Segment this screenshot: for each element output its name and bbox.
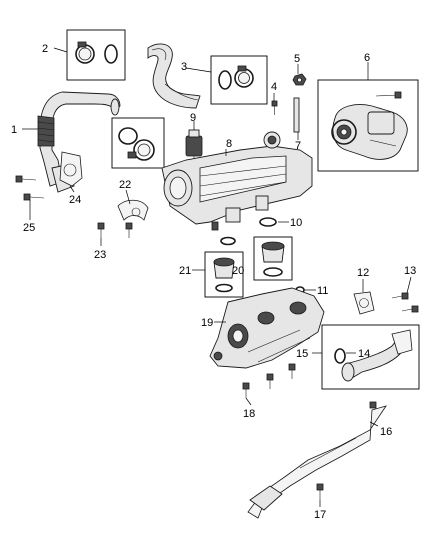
bolt-part-17 [316, 483, 324, 500]
callout-box-9-group [111, 117, 165, 169]
bolt-part-18 [242, 363, 296, 398]
heat-shield-part-16 [247, 401, 387, 519]
fitting-part-21 [213, 257, 235, 293]
callout-18: 18 [243, 408, 255, 420]
callout-box-2 [66, 29, 126, 81]
callout-box-15 [321, 324, 420, 390]
egr-housing-part-19 [209, 287, 325, 369]
callout-22: 22 [119, 179, 131, 191]
callout-4: 4 [271, 81, 277, 93]
callout-9: 9 [190, 112, 196, 124]
callout-21: 21 [179, 265, 191, 277]
callout-23: 23 [94, 249, 106, 261]
stud-part-7 [293, 97, 300, 133]
gasket-part-24 [59, 151, 83, 187]
callout-14: 14 [358, 348, 370, 360]
callout-10: 10 [290, 217, 302, 229]
seal-part-14 [334, 348, 346, 364]
bolt-part-4 [271, 100, 278, 115]
nut-part-5 [292, 73, 307, 86]
clamp-part-4-group [218, 65, 254, 90]
callout-25: 25 [23, 222, 35, 234]
callout-16: 16 [380, 426, 392, 438]
callout-17: 17 [314, 509, 326, 521]
hose-part-3 [147, 43, 201, 109]
leader-lines [22, 47, 412, 507]
clamp-part-2 [75, 41, 118, 64]
seal-part-10 [220, 217, 277, 246]
heat-shield-part-22 [117, 199, 149, 221]
callout-12: 12 [357, 267, 369, 279]
callout-5: 5 [294, 53, 300, 65]
callout-8: 8 [226, 138, 232, 150]
callout-15: 15 [296, 348, 308, 360]
callout-13: 13 [404, 265, 416, 277]
bolt-part-25 [15, 175, 45, 201]
callout-7: 7 [295, 140, 301, 152]
callout-box-4-group [210, 55, 268, 105]
egr-valve-part-6 [331, 91, 408, 160]
callout-box-21 [204, 251, 244, 298]
bolt-part-13 [391, 292, 419, 313]
callout-3: 3 [181, 61, 187, 73]
callout-6: 6 [364, 52, 370, 64]
egr-cooler-part-8 [161, 131, 313, 231]
fitting-part-20 [261, 241, 285, 277]
egr-tube-part-15 [341, 329, 413, 382]
callout-1: 1 [11, 124, 17, 136]
clamp-part-9-group [118, 127, 155, 161]
callout-11: 11 [317, 285, 328, 297]
callout-2: 2 [42, 43, 48, 55]
callout-19: 19 [201, 317, 213, 329]
callout-20: 20 [232, 265, 244, 277]
bolt-part-23 [97, 222, 133, 238]
callout-24: 24 [69, 194, 81, 206]
callout-box-20 [253, 236, 293, 281]
gasket-part-12 [353, 291, 375, 315]
